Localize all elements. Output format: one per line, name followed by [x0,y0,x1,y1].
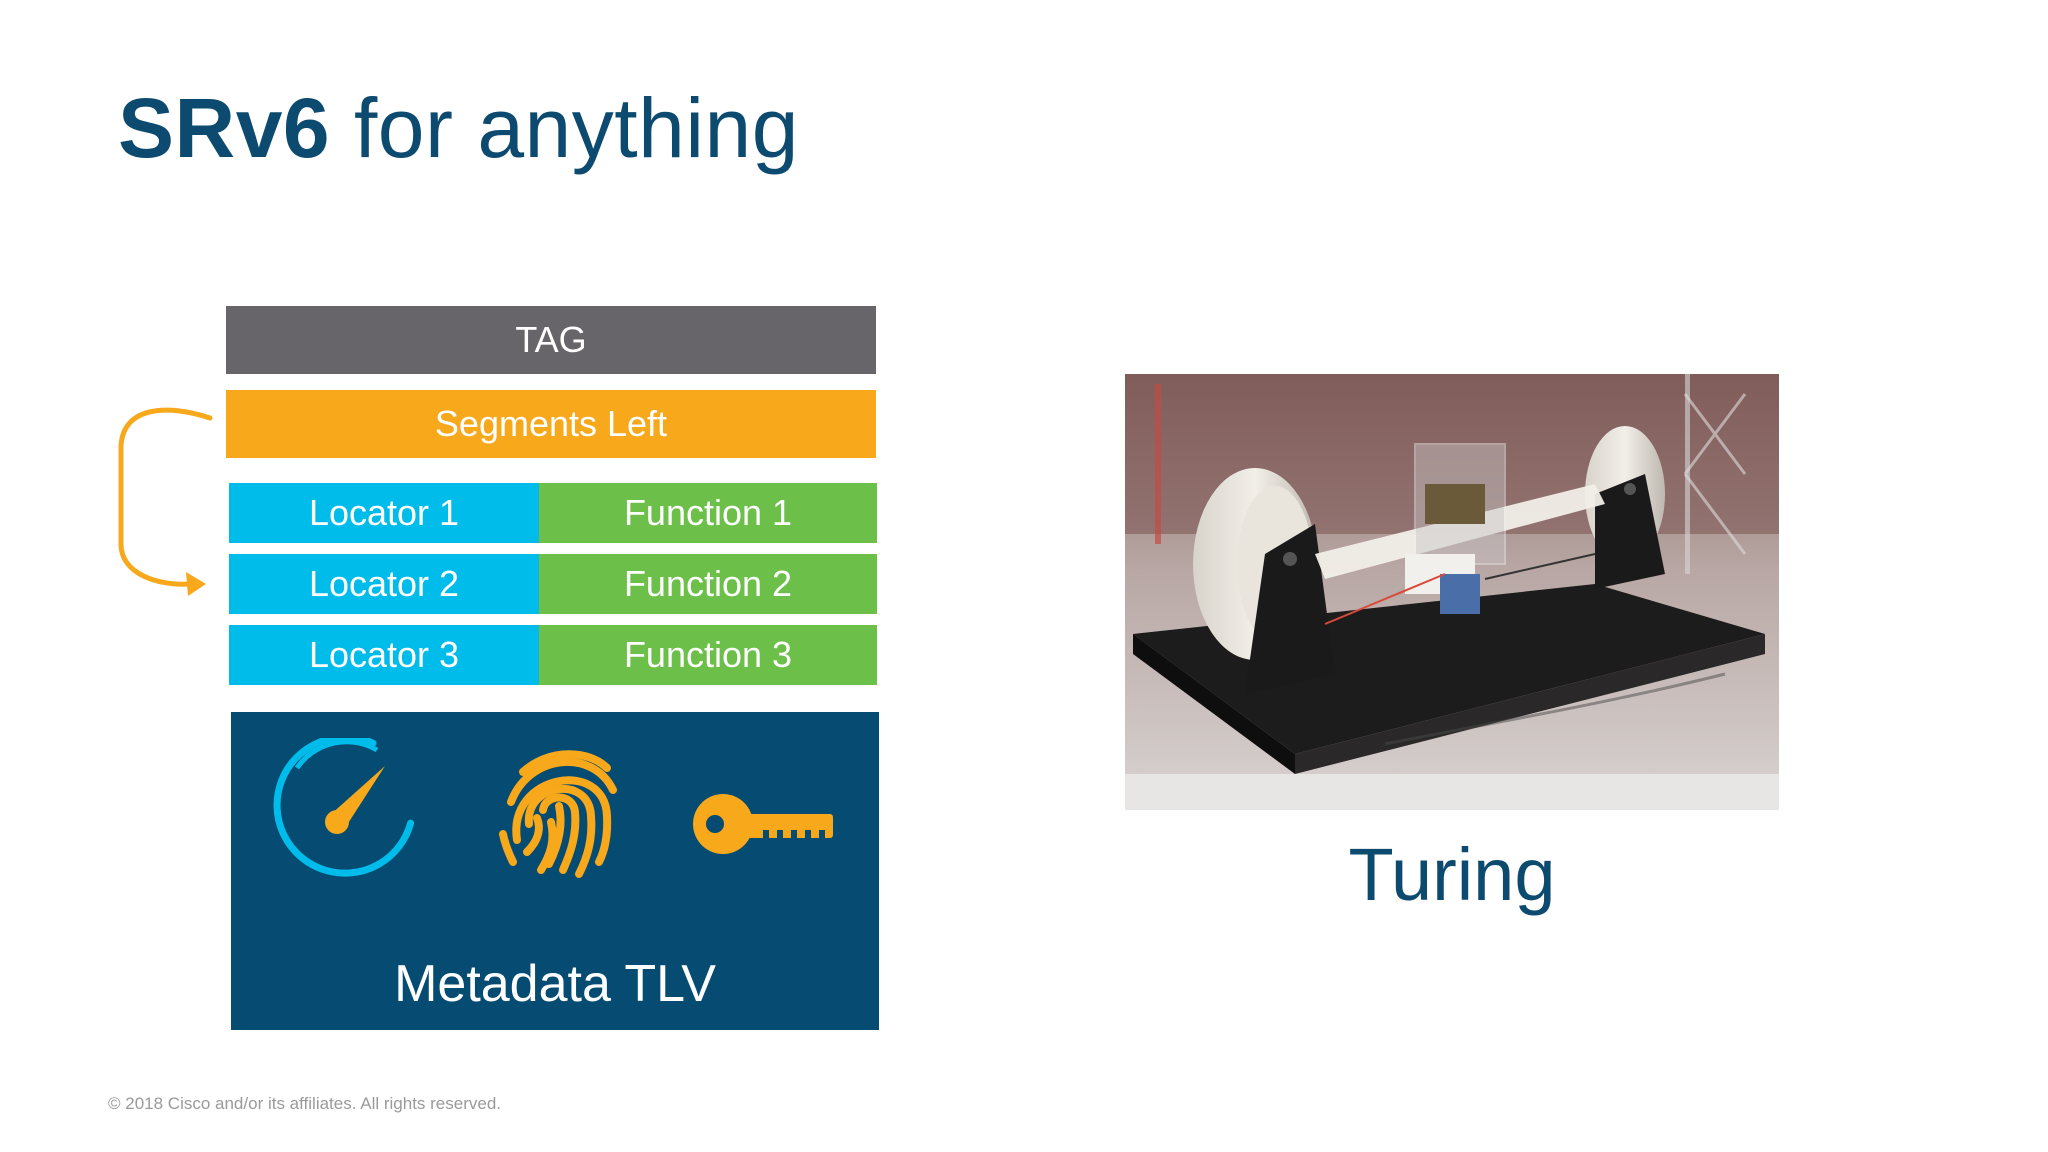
turing-machine-photo [1125,374,1779,810]
function-cell: Function 3 [539,625,877,685]
function-cell: Function 1 [539,483,877,543]
title-rest: for anything [330,81,799,175]
segment-row: Locator 1 Function 1 [229,483,877,543]
speedometer-icon [273,738,415,877]
metadata-tlv-box: Metadata TLV [231,712,879,1030]
copyright-footer: © 2018 Cisco and/or its affiliates. All … [108,1094,502,1113]
function-cell: Function 2 [539,554,877,614]
segments-left-field: Segments Left [226,390,876,458]
title-bold: SRv6 [118,81,331,175]
metadata-tlv-label: Metadata TLV [394,955,716,1013]
photo-caption: Turing [1348,833,1556,916]
segment-row: Locator 2 Function 2 [229,554,877,614]
fingerprint-icon [499,750,617,878]
locator-cell: Locator 3 [229,625,539,685]
segment-row: Locator 3 Function 3 [229,625,877,685]
locator-cell: Locator 1 [229,483,539,543]
key-icon [693,794,833,854]
loop-arrow-icon [118,407,213,596]
locator-cell: Locator 2 [229,554,539,614]
tag-field: TAG [226,306,876,374]
page-title: SRv6 for anything [118,86,799,170]
